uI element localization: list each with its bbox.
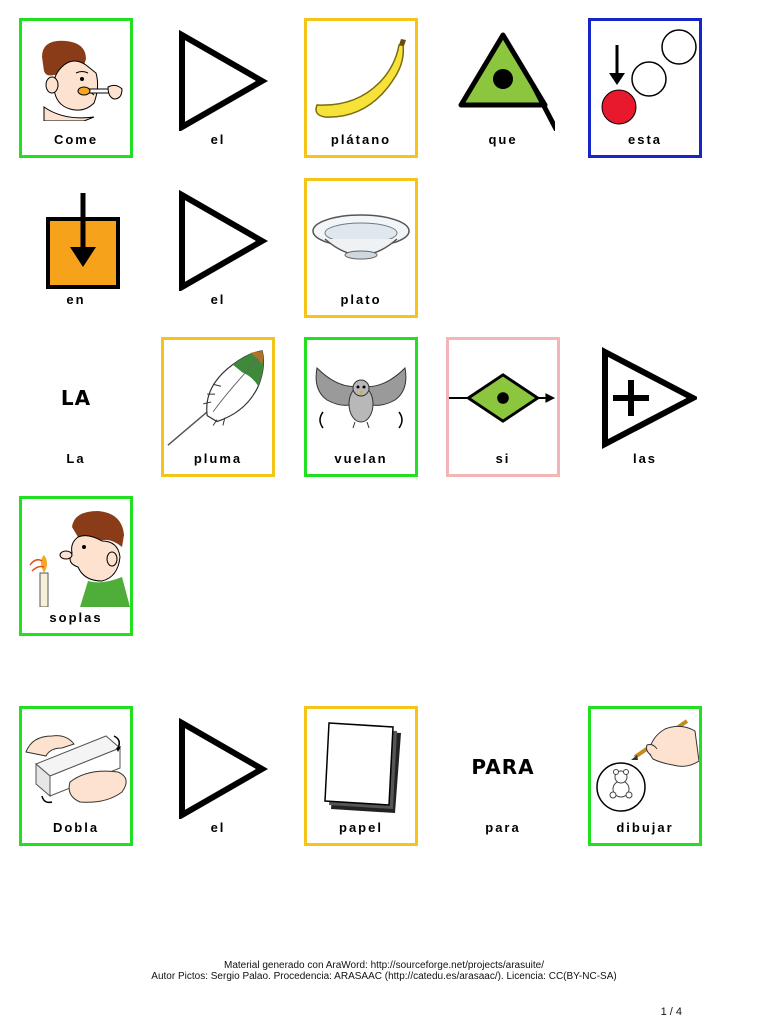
- hand-drawing-icon: [591, 715, 699, 819]
- la-text-pictogram: LA: [22, 346, 130, 450]
- pictogram-card-el: el: [161, 178, 275, 318]
- pictogram-label: soplas: [49, 610, 103, 625]
- pictogram-card-platano: plátano: [304, 18, 418, 158]
- pictogram-label: pluma: [193, 451, 243, 466]
- footer-credit-line: Material generado con AraWord: http://so…: [224, 960, 544, 971]
- paper-stack-icon: [307, 715, 415, 819]
- pictogram-text: PARA: [471, 755, 535, 779]
- pictogram-card-pluma: pluma: [161, 337, 275, 477]
- pictogram-text: LA: [60, 386, 92, 410]
- article-triangle-icon: [164, 27, 272, 131]
- folding-hands-icon: [22, 715, 130, 819]
- pictogram-label: dibujar: [616, 820, 674, 835]
- in-arrow-box-icon: [22, 187, 130, 291]
- pictogram-label: La: [66, 451, 86, 466]
- pictogram-label: el: [210, 292, 226, 307]
- plate-icon: [307, 187, 415, 291]
- pictogram-label: Dobla: [52, 820, 100, 835]
- esta-icon: [591, 27, 699, 131]
- plural-article-icon: [591, 346, 699, 450]
- pictogram-label: Come: [53, 132, 99, 147]
- pictogram-card-soplas: soplas: [19, 496, 133, 636]
- pictogram-label: para: [485, 820, 521, 835]
- pictogram-label: que: [488, 132, 518, 147]
- pictogram-card-dibujar: dibujar: [588, 706, 702, 846]
- pictogram-card-dobla: Dobla: [19, 706, 133, 846]
- footer-license-line: Autor Pictos: Sergio Palao. Procedencia:…: [151, 971, 617, 982]
- conditional-diamond-icon: [449, 346, 557, 450]
- pictogram-card-que: que: [446, 18, 560, 158]
- pictogram-label: plátano: [330, 132, 392, 147]
- article-triangle-icon: [164, 187, 272, 291]
- pictogram-card-las: las: [588, 337, 702, 477]
- pictogram-card-esta: esta: [588, 18, 702, 158]
- pictogram-card-vuelan: vuelan: [304, 337, 418, 477]
- pictogram-card-plato: plato: [304, 178, 418, 318]
- pictogram-card-papel: papel: [304, 706, 418, 846]
- boy-blowing-icon: [22, 505, 130, 609]
- para-text-pictogram: PARA: [449, 715, 557, 819]
- pictogram-label: si: [495, 451, 511, 466]
- que-pronoun-icon: [449, 27, 557, 131]
- pictogram-label: las: [632, 451, 658, 466]
- pictogram-card-la: LA La: [19, 337, 133, 477]
- flying-bird-icon: [307, 346, 415, 450]
- pictogram-card-para: PARA para: [446, 706, 560, 846]
- page-number: 1 / 4: [660, 1006, 682, 1018]
- pictogram-card-el: el: [161, 18, 275, 158]
- pictogram-label: vuelan: [334, 451, 388, 466]
- pictogram-label: el: [210, 820, 226, 835]
- pictogram-label: el: [210, 132, 226, 147]
- pictogram-label: esta: [627, 132, 663, 147]
- article-triangle-icon: [164, 715, 272, 819]
- pictogram-label: papel: [339, 820, 383, 835]
- pictogram-card-el: el: [161, 706, 275, 846]
- feather-icon: [164, 346, 272, 450]
- pictogram-label: en: [66, 292, 86, 307]
- pictogram-card-come: Come: [19, 18, 133, 158]
- pictogram-card-si: si: [446, 337, 560, 477]
- banana-icon: [307, 27, 415, 131]
- person-eating-icon: [22, 27, 130, 131]
- pictogram-card-en: en: [19, 178, 133, 318]
- pictogram-label: plato: [340, 292, 382, 307]
